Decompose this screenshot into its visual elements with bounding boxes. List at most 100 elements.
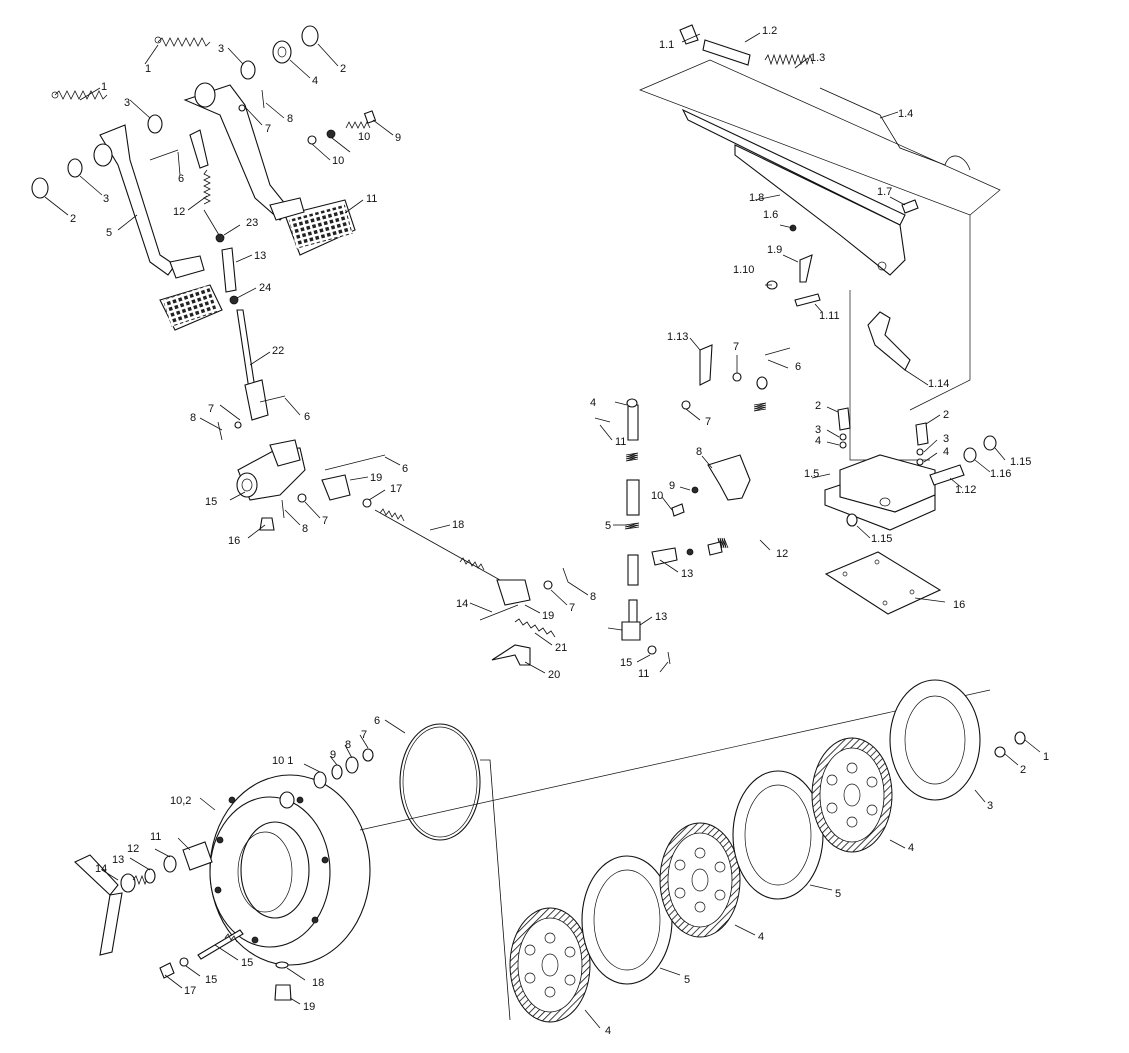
callout-b-8: 8 <box>345 739 351 751</box>
washer-7-r2 <box>681 400 691 410</box>
callout-l-15: 15 <box>205 496 217 508</box>
callout-r-1.1: 1.1 <box>659 39 674 51</box>
friction-disc-4-b <box>659 822 741 938</box>
actuator-lever-14 <box>74 854 149 956</box>
cotter-11-top <box>594 417 611 423</box>
leader-lines <box>44 32 1041 1029</box>
group-frame-inner <box>849 290 930 461</box>
washer-10 <box>307 135 317 145</box>
callout-r-4a: 4 <box>815 435 821 447</box>
cotter-8-mid <box>217 421 223 441</box>
callout-r-1.11: 1.11 <box>819 310 840 322</box>
callout-l-7b: 7 <box>208 403 214 415</box>
callout-l-14: 14 <box>456 598 468 610</box>
cam-11 <box>182 841 213 871</box>
assembly-bracket-line <box>480 759 511 1021</box>
washer-7-right <box>543 580 553 590</box>
return-spring-upper <box>154 36 211 47</box>
cable-assembly-5 <box>624 404 640 626</box>
grip-1.2 <box>702 39 751 66</box>
callout-l-5: 5 <box>106 227 112 239</box>
pin-6-mid <box>259 395 286 403</box>
callout-b-6: 6 <box>374 715 380 727</box>
callout-r-8: 8 <box>696 446 702 458</box>
pin-1-bottom <box>1014 731 1026 745</box>
return-spring-left <box>51 90 108 100</box>
cotter-8-right <box>562 567 569 583</box>
washer-15-low <box>179 957 189 967</box>
callout-r-1.16: 1.16 <box>990 468 1011 480</box>
brake-pack-assembly <box>74 679 1026 1023</box>
bearing-8 <box>345 756 359 774</box>
washer-13 <box>144 868 156 884</box>
steel-plate-5-a <box>581 855 673 985</box>
brake-pedal-11 <box>183 82 356 256</box>
callout-b-1: 1 <box>1043 751 1049 763</box>
washer-3-r1 <box>839 433 847 441</box>
callout-l-8a: 8 <box>287 113 293 125</box>
pin-1.7 <box>901 199 919 214</box>
callout-b-18: 18 <box>312 977 324 989</box>
callout-l-6c: 6 <box>402 463 408 475</box>
clutch-pedal-5 <box>93 124 223 331</box>
clevis-rod-12 <box>189 129 220 236</box>
bracket-8 <box>707 454 751 501</box>
callout-r-7a: 7 <box>733 341 739 353</box>
callout-l-1a: 1 <box>101 81 107 93</box>
bolt-10 <box>671 503 685 517</box>
cable-12 <box>651 389 808 566</box>
callout-l-8c: 8 <box>302 523 308 535</box>
callout-r-1.7: 1.7 <box>877 186 892 198</box>
callout-r-15: 15 <box>620 657 632 669</box>
callout-l-17: 17 <box>390 483 402 495</box>
callout-l-2a: 2 <box>70 213 76 225</box>
pawl-1.9 <box>799 254 813 283</box>
clevis-13-low <box>621 621 641 641</box>
callout-b-19: 19 <box>303 1001 315 1013</box>
callout-l-21: 21 <box>555 642 567 654</box>
handbrake-assembly <box>594 24 1001 665</box>
callout-r-10: 10 <box>651 490 663 502</box>
ring-1.15-a <box>983 435 997 451</box>
callout-b-12: 12 <box>127 843 139 855</box>
washer-1.16 <box>963 447 977 463</box>
callout-l-7a: 7 <box>265 123 271 135</box>
bolt-19 <box>274 984 292 1001</box>
snap-ring-2-left <box>31 177 49 199</box>
callout-r-1.2: 1.2 <box>762 25 777 37</box>
callout-r-1.12: 1.12 <box>955 484 976 496</box>
callout-b-11: 11 <box>150 831 161 843</box>
callout-l-22: 22 <box>272 345 284 357</box>
callout-r-13b: 13 <box>655 611 667 623</box>
callout-l-9: 9 <box>395 132 401 144</box>
washer-3-r2 <box>916 448 924 456</box>
nut-23 <box>215 233 225 243</box>
nut-17-b <box>159 962 175 979</box>
callout-labels: 1122333456667777888891010111213141516171… <box>70 25 1049 1037</box>
callout-r-1.9: 1.9 <box>767 244 782 256</box>
callout-l-19a: 19 <box>370 472 382 484</box>
washer-7-mid <box>234 421 242 429</box>
callout-l-10a: 10 <box>358 131 370 143</box>
clevis-19-a <box>321 474 351 501</box>
bellcrank-15 <box>236 439 306 501</box>
bolt-2-r1 <box>837 407 851 431</box>
snap-ring-7 <box>362 748 374 762</box>
nut-24 <box>229 295 239 305</box>
pin-1.11 <box>794 293 821 307</box>
support-1.5 <box>824 454 936 531</box>
callout-b-15a: 15 <box>241 957 253 969</box>
pin-6-top <box>149 149 179 161</box>
washer-7-top <box>238 104 246 112</box>
washer-3-left <box>67 158 83 178</box>
link-1.13 <box>699 344 791 386</box>
callout-b-4c: 4 <box>605 1025 611 1037</box>
callout-r-1.3: 1.3 <box>810 52 825 64</box>
callout-l-8d: 8 <box>590 591 596 603</box>
knob-1.1 <box>679 24 699 45</box>
nut-10 <box>326 129 336 139</box>
callout-l-16: 16 <box>228 535 240 547</box>
group-frame-right <box>909 215 971 411</box>
